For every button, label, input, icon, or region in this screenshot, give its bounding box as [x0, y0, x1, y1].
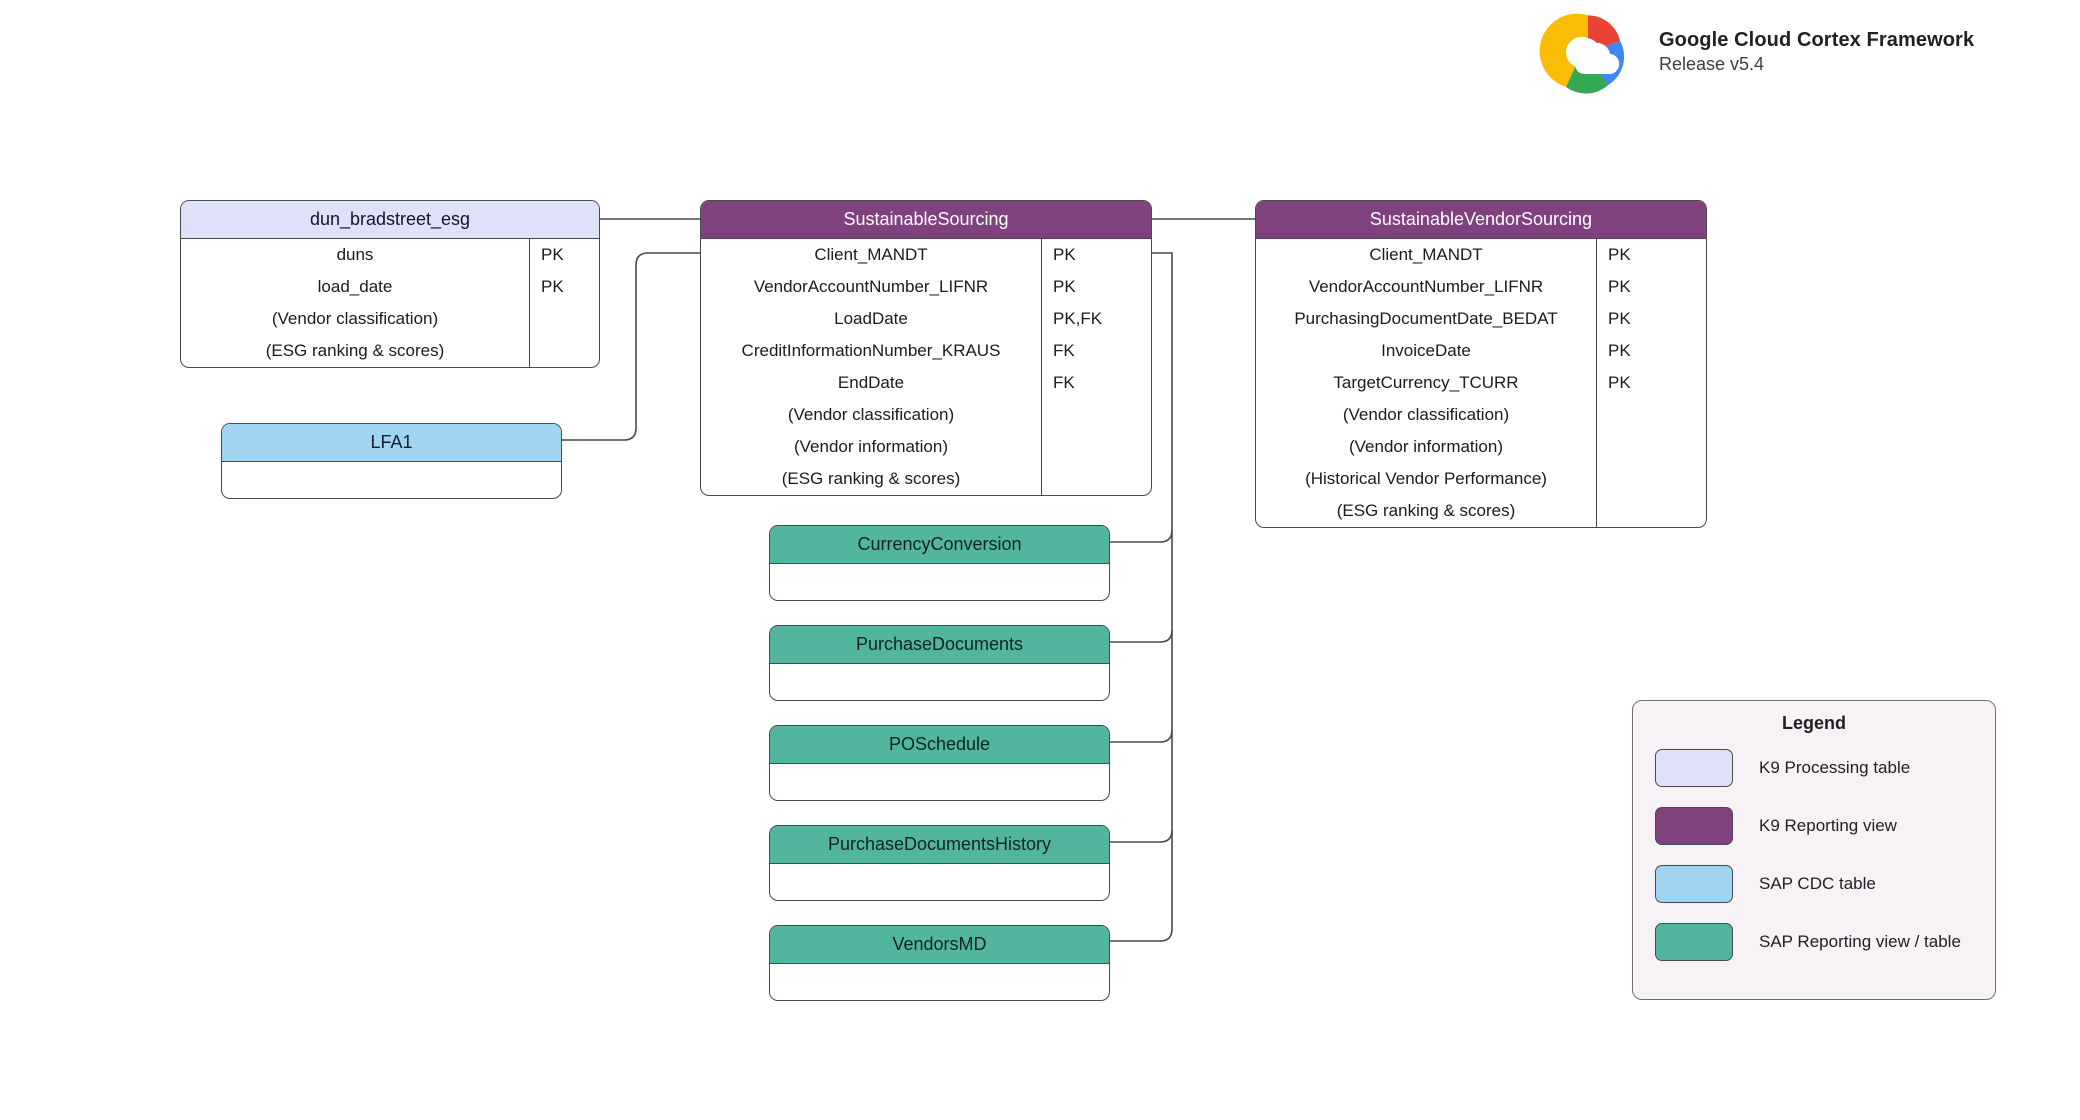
field-row: VendorAccountNumber_LIFNR [1308, 277, 1544, 296]
legend-label: SAP CDC table [1759, 873, 1876, 893]
legend-swatch-sap-reporting-view [1655, 922, 1733, 961]
field-name-column: Client_MANDT VendorAccountNumber_LIFNR P… [1256, 239, 1596, 527]
entity-title: POSchedule [770, 726, 1109, 764]
field-row: TargetCurrency_TCURR [1333, 373, 1519, 392]
brand-header: Google Cloud Cortex Framework Release v5… [1533, 8, 1974, 96]
field-row: CreditInformationNumber_KRAUS [741, 341, 1001, 360]
field-key-column: PK PK PK PK PK [1596, 239, 1706, 527]
key-badge [1042, 399, 1151, 431]
field-row: (ESG ranking & scores) [781, 469, 961, 488]
field-row: (Vendor information) [1348, 437, 1504, 456]
field-key-column: PK PK [529, 239, 599, 367]
field-row: load_date [317, 277, 393, 296]
key-badge [1597, 399, 1706, 431]
key-badge: PK [1053, 277, 1076, 296]
key-badge: PK [1608, 245, 1631, 264]
entity-title: SustainableSourcing [701, 201, 1151, 239]
key-badge: FK [1053, 373, 1075, 392]
field-row: (Vendor classification) [787, 405, 955, 424]
entity-title: PurchaseDocumentsHistory [770, 826, 1109, 864]
connector-purchasedocumentshistory-to-trunk [1110, 829, 1173, 843]
legend-item-k9-reporting-view: K9 Reporting view [1633, 801, 1995, 850]
entity-body [770, 564, 1109, 600]
legend-item-k9-processing-table: K9 Processing table [1633, 743, 1995, 792]
field-row: (Vendor classification) [1342, 405, 1510, 424]
field-row: (Vendor information) [793, 437, 949, 456]
field-name-column: Client_MANDT VendorAccountNumber_LIFNR L… [701, 239, 1041, 495]
key-badge: PK [541, 277, 564, 296]
connector-currencyconversion-to-trunk [1110, 529, 1173, 543]
field-row: EndDate [837, 373, 905, 392]
entity-title: LFA1 [222, 424, 561, 462]
entity-dun-bradstreet-esg[interactable]: dun_bradstreet_esg duns load_date (Vendo… [180, 200, 600, 368]
field-row: Client_MANDT [1369, 245, 1483, 264]
key-badge: PK [1608, 277, 1631, 296]
entity-title: PurchaseDocuments [770, 626, 1109, 664]
brand-title: Google Cloud Cortex Framework [1659, 29, 1975, 52]
key-badge [1597, 495, 1706, 527]
field-key-column: PK PK PK,FK FK FK [1041, 239, 1151, 495]
key-badge: PK [1608, 309, 1631, 328]
entity-body [770, 964, 1109, 1000]
entity-body: Client_MANDT VendorAccountNumber_LIFNR P… [1256, 239, 1706, 527]
entity-body: Client_MANDT VendorAccountNumber_LIFNR L… [701, 239, 1151, 495]
entity-title: SustainableVendorSourcing [1256, 201, 1706, 239]
key-badge [1042, 431, 1151, 463]
field-row: VendorAccountNumber_LIFNR [753, 277, 989, 296]
entity-po-schedule[interactable]: POSchedule [769, 725, 1110, 801]
legend-swatch-k9-reporting-view [1655, 806, 1733, 845]
entity-title: VendorsMD [770, 926, 1109, 964]
key-badge: FK [1053, 341, 1075, 360]
legend-panel: Legend K9 Processing table K9 Reporting … [1632, 700, 1996, 1000]
field-row: (ESG ranking & scores) [1336, 501, 1516, 520]
key-badge: PK [1053, 245, 1076, 264]
entity-purchase-documents-history[interactable]: PurchaseDocumentsHistory [769, 825, 1110, 901]
entity-title: CurrencyConversion [770, 526, 1109, 564]
key-badge: PK [1608, 373, 1631, 392]
entity-sustainable-vendor-sourcing[interactable]: SustainableVendorSourcing Client_MANDT V… [1255, 200, 1707, 528]
field-row: (Vendor classification) [271, 309, 439, 328]
legend-swatch-sap-cdc-table [1655, 864, 1733, 903]
brand-release: Release v5.4 [1659, 54, 1765, 75]
legend-label: K9 Reporting view [1759, 815, 1897, 835]
entity-purchase-documents[interactable]: PurchaseDocuments [769, 625, 1110, 701]
connector-poschedule-to-trunk [1110, 729, 1173, 743]
field-row: InvoiceDate [1381, 341, 1471, 360]
legend-item-sap-cdc-table: SAP CDC table [1633, 859, 1995, 908]
field-name-column: duns load_date (Vendor classification) (… [181, 239, 529, 367]
entity-body [222, 462, 561, 498]
entity-body [770, 864, 1109, 900]
key-badge [530, 303, 599, 335]
entity-lfa1[interactable]: LFA1 [221, 423, 562, 499]
field-row: PurchasingDocumentDate_BEDAT [1294, 309, 1558, 328]
entity-title: dun_bradstreet_esg [181, 201, 599, 239]
key-badge [1042, 463, 1151, 495]
field-row: LoadDate [834, 309, 908, 328]
field-row: (ESG ranking & scores) [265, 341, 445, 360]
legend-title: Legend [1781, 713, 1846, 733]
key-badge [530, 335, 599, 367]
field-row: (Historical Vendor Performance) [1305, 469, 1547, 488]
connector-purchasedocuments-to-trunk [1110, 629, 1173, 643]
entity-body [770, 764, 1109, 800]
key-badge [1597, 463, 1706, 495]
legend-item-sap-reporting-view: SAP Reporting view / table [1633, 917, 1995, 966]
entity-sustainable-sourcing[interactable]: SustainableSourcing Client_MANDT VendorA… [700, 200, 1152, 496]
entity-body: duns load_date (Vendor classification) (… [181, 239, 599, 367]
entity-vendors-md[interactable]: VendorsMD [769, 925, 1110, 1001]
legend-label: K9 Processing table [1759, 757, 1911, 777]
field-row: duns [336, 245, 374, 264]
entity-body [770, 664, 1109, 700]
legend-swatch-k9-processing-table [1655, 748, 1733, 787]
field-row: Client_MANDT [814, 245, 928, 264]
key-badge: PK [541, 245, 564, 264]
google-cloud-logo [1539, 13, 1625, 94]
key-badge: PK,FK [1053, 309, 1103, 328]
entity-currency-conversion[interactable]: CurrencyConversion [769, 525, 1110, 601]
legend-label: SAP Reporting view / table [1759, 931, 1961, 951]
key-badge: PK [1608, 341, 1631, 360]
key-badge [1597, 431, 1706, 463]
